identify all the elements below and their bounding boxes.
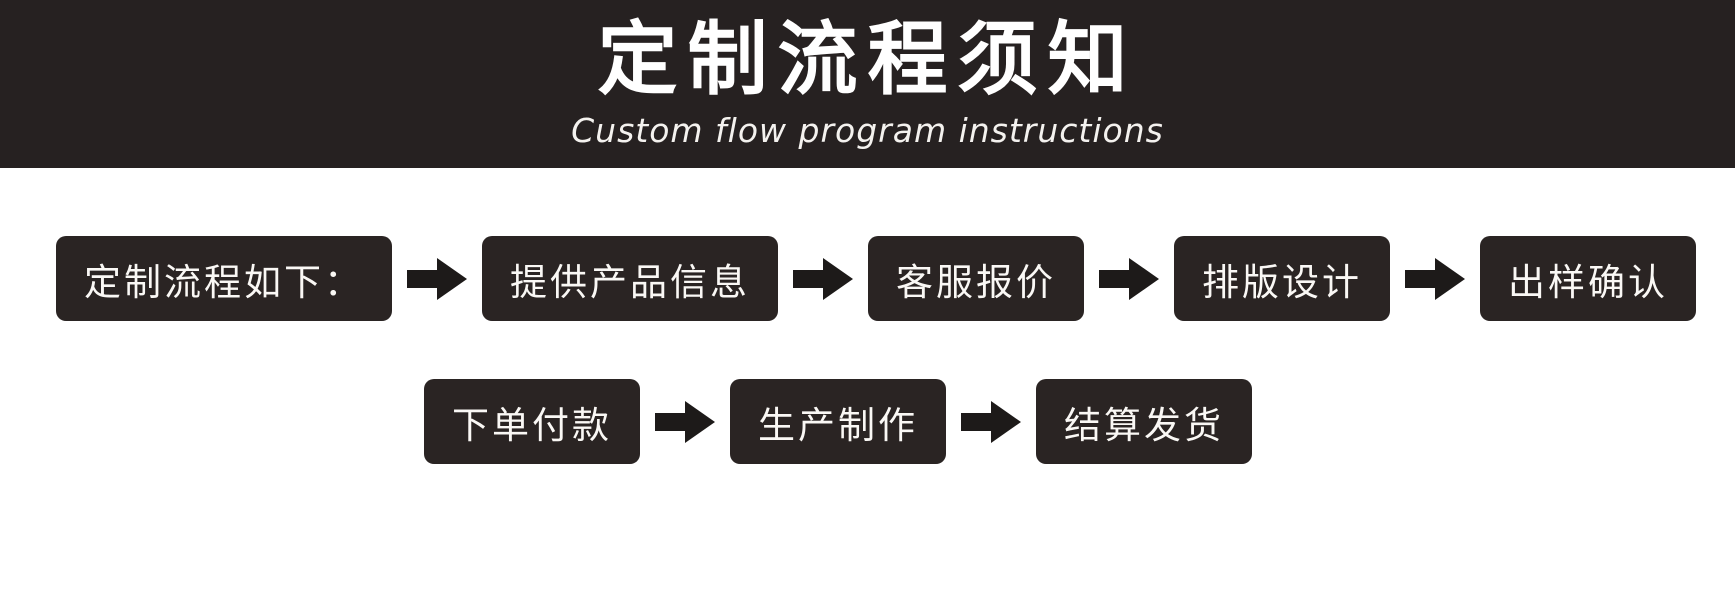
flow-step-label: 生产制作 xyxy=(758,405,918,447)
flow-step-label: 结算发货 xyxy=(1064,405,1224,447)
flow-step-order-payment: 下单付款 xyxy=(424,379,640,464)
flow-step-label: 出样确认 xyxy=(1508,262,1668,304)
arrow-right-icon xyxy=(1099,257,1159,300)
flow-step-layout-design: 排版设计 xyxy=(1174,236,1390,321)
page-subtitle: Custom flow program instructions xyxy=(571,110,1164,150)
flow-step-label: 定制流程如下： xyxy=(84,262,364,304)
header-banner: 定制流程须知 Custom flow program instructions xyxy=(0,0,1735,168)
arrow-right-icon xyxy=(1405,257,1465,300)
arrow-right-icon xyxy=(793,257,853,300)
flow-step-production: 生产制作 xyxy=(730,379,946,464)
flow-step-label: 提供产品信息 xyxy=(510,262,750,304)
flow-step-sample-confirmation: 出样确认 xyxy=(1480,236,1696,321)
flow-step-provide-product-info: 提供产品信息 xyxy=(482,236,778,321)
arrow-right-icon xyxy=(407,257,467,300)
flow-step-customer-service-quote: 客服报价 xyxy=(868,236,1084,321)
flow-step-label: 下单付款 xyxy=(452,405,612,447)
flow-step-label: 排版设计 xyxy=(1202,262,1362,304)
flow-row-1: 定制流程如下： 提供产品信息 客服报价 排版设计 xyxy=(0,236,1735,321)
flow-step-settlement-shipping: 结算发货 xyxy=(1036,379,1252,464)
custom-flow-notice-page: 定制流程须知 Custom flow program instructions … xyxy=(0,0,1735,464)
arrow-right-icon xyxy=(655,400,715,443)
flow-step-label: 客服报价 xyxy=(896,262,1056,304)
page-title: 定制流程须知 xyxy=(597,16,1138,105)
flow-diagram: 定制流程如下： 提供产品信息 客服报价 排版设计 xyxy=(0,168,1735,464)
arrow-right-icon xyxy=(961,400,1021,443)
flow-row-2: 下单付款 生产制作 结算发货 xyxy=(0,379,1735,464)
flow-step-intro: 定制流程如下： xyxy=(56,236,392,321)
